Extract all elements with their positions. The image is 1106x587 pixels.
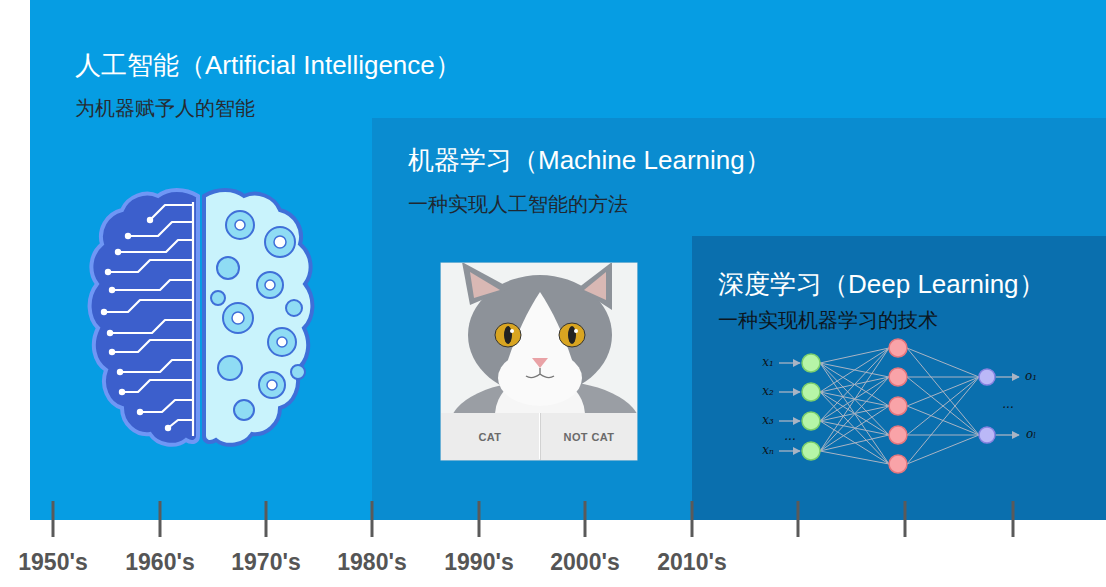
- region-description: 一种实现人工智能的方法: [408, 191, 771, 217]
- region-description: 为机器赋予人的智能: [75, 95, 461, 121]
- label-holder: 2000's: [550, 549, 619, 575]
- brain-swirl-cores: [232, 220, 287, 390]
- timeline-label: 1990's: [444, 549, 513, 575]
- circuit-lines: [104, 202, 193, 436]
- neuron-label: oₗ: [1026, 428, 1036, 442]
- label-holder: x₃: [762, 414, 774, 428]
- button-label: CAT: [479, 431, 502, 443]
- label-holder: 1950's: [18, 549, 87, 575]
- circuit-dots: [101, 217, 171, 431]
- neuron-label: ...: [1002, 398, 1013, 412]
- cat-button: CAT: [441, 413, 539, 460]
- neuron-label: x₃: [762, 414, 774, 428]
- label-holder: 1980's: [337, 549, 406, 575]
- text-holder: 深度学习（Deep Learning） 一种实现机器学习的技术: [718, 267, 1045, 333]
- label-holder: ...: [784, 430, 795, 444]
- neuron-label: xₙ: [762, 444, 774, 458]
- label-holder: xₙ: [762, 444, 774, 458]
- label-holder: 1970's: [231, 549, 300, 575]
- label-holder: oₗ: [1026, 428, 1036, 442]
- region-heading: 深度学习（Deep Learning）: [718, 267, 1045, 301]
- cat-card: [441, 262, 640, 470]
- label-holder: x₂: [762, 385, 774, 399]
- timeline-label: 1950's: [18, 549, 87, 575]
- region-description: 一种实现机器学习的技术: [718, 307, 1045, 333]
- label-holder: ...: [1002, 398, 1013, 412]
- neuron-label: ...: [784, 430, 795, 444]
- neuron-label: o₁: [1025, 370, 1037, 384]
- timeline-label: 2000's: [550, 549, 619, 575]
- not-cat-button: NOT CAT: [540, 413, 637, 460]
- neuron-label: x₁: [762, 356, 774, 370]
- region-heading: 人工智能（Artificial Intelligence）: [75, 48, 461, 82]
- label-holder: o₁: [1025, 370, 1037, 384]
- timeline-label: 2010's: [657, 549, 726, 575]
- cat-photo: [450, 263, 637, 413]
- brain-swirls: [211, 211, 305, 420]
- neuron-label: x₂: [762, 385, 774, 399]
- region-heading: 机器学习（Machine Learning）: [408, 143, 771, 177]
- label-holder: x₁: [762, 356, 774, 370]
- label-holder: 1990's: [444, 549, 513, 575]
- text-holder: 机器学习（Machine Learning） 一种实现人工智能的方法: [408, 143, 771, 217]
- timeline-label: 1970's: [231, 549, 300, 575]
- timeline-label: 1960's: [125, 549, 194, 575]
- text-holder: 人工智能（Artificial Intelligence） 为机器赋予人的智能: [75, 48, 461, 121]
- timeline-label: 1980's: [337, 549, 406, 575]
- button-label: NOT CAT: [564, 431, 615, 443]
- label-holder: 2010's: [657, 549, 726, 575]
- label-holder: 1960's: [125, 549, 194, 575]
